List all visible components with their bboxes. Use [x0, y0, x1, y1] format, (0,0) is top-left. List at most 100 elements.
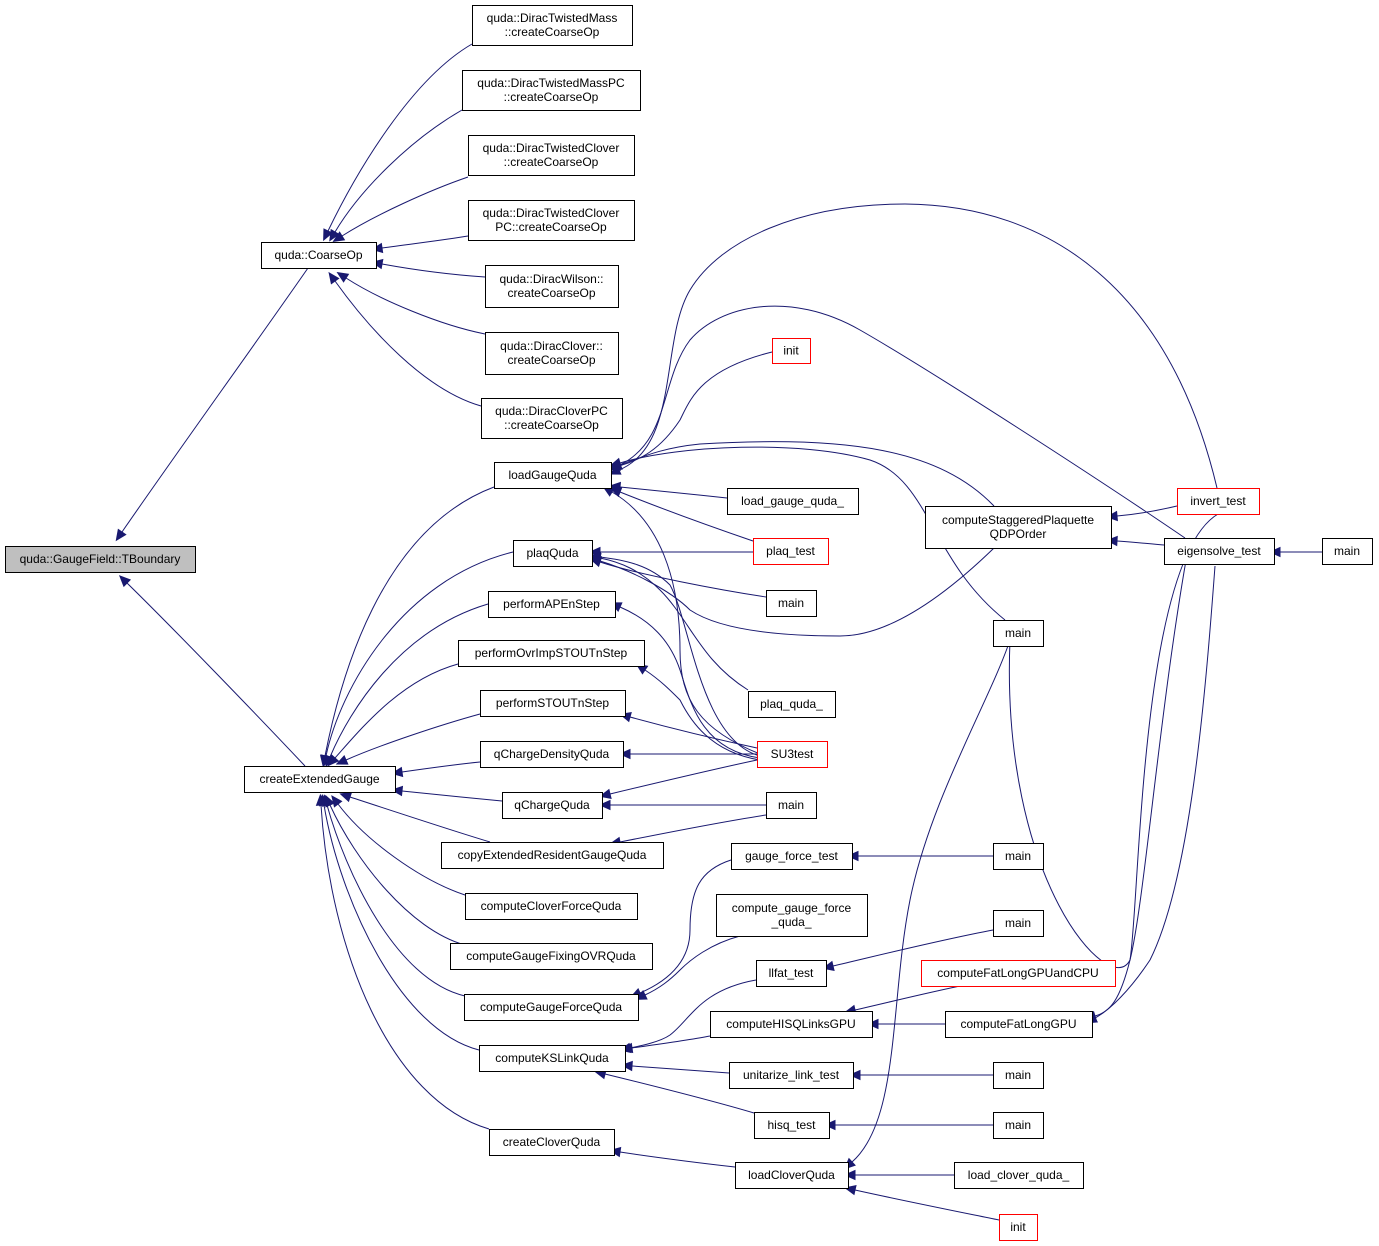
node-tboundary[interactable]: quda::GaugeField::TBoundary	[5, 546, 196, 573]
node-label: computeFatLongGPUandCPU	[937, 966, 1098, 980]
node-label: ::createCoarseOp	[505, 25, 600, 39]
node-label: llfat_test	[769, 966, 814, 980]
node-box	[481, 398, 623, 439]
edge-clover-to-coarseop	[336, 271, 486, 335]
node-label: computeGaugeForceQuda	[480, 1000, 622, 1014]
node-main6[interactable]: main	[993, 1062, 1044, 1089]
edge-gaugeforce-to-createextended	[322, 794, 466, 997]
edge-line	[631, 1035, 711, 1049]
node-fatlongcpu[interactable]: computeFatLongGPUandCPU	[921, 960, 1116, 987]
node-cgfq_[interactable]: compute_gauge_force_quda_	[716, 894, 868, 937]
node-box	[1177, 488, 1260, 515]
node-box	[488, 591, 616, 618]
edge-twmpc-to-coarseop	[329, 109, 463, 242]
node-label: main	[1005, 626, 1031, 640]
node-twm[interactable]: quda::DiracTwistedMass::createCoarseOp	[472, 5, 633, 46]
node-box	[756, 960, 827, 987]
node-label: computeHISQLinksGPU	[726, 1017, 855, 1031]
node-label: computeStaggeredPlaquette	[942, 513, 1094, 527]
node-qcharge[interactable]: qChargeQuda	[502, 792, 603, 819]
node-box	[772, 338, 811, 364]
node-main3[interactable]: main	[993, 620, 1044, 647]
edge-line	[320, 804, 490, 1130]
node-clover[interactable]: quda::DiracClover::createCoarseOp	[485, 332, 619, 375]
node-box	[710, 1011, 873, 1038]
node-qchargedens[interactable]: qChargeDensityQuda	[480, 741, 624, 768]
edge-ape-to-createextended	[325, 603, 489, 768]
node-init2[interactable]: init	[999, 1214, 1038, 1241]
edge-line	[345, 277, 486, 335]
node-createextended[interactable]: createExtendedGauge	[244, 766, 396, 793]
edge-createextended-to-tboundary	[118, 575, 306, 767]
edge-qcharge-to-createextended	[390, 785, 503, 802]
node-main8[interactable]: main	[1322, 538, 1373, 565]
node-gftest[interactable]: gauge_force_test	[731, 843, 853, 870]
node-box	[480, 690, 626, 717]
node-loadgauge_[interactable]: load_gauge_quda_	[727, 488, 859, 515]
node-llfat[interactable]: llfat_test	[756, 960, 827, 987]
edge-twc-to-coarseop	[332, 176, 469, 242]
node-label: quda::DiracTwistedMassPC	[477, 76, 625, 90]
edge-kslink-to-createextended	[318, 793, 480, 1051]
node-label: ::createCoarseOp	[504, 155, 599, 169]
node-unitarize[interactable]: unitarize_link_test	[729, 1062, 854, 1089]
node-box	[954, 1162, 1084, 1189]
node-box	[729, 1062, 854, 1089]
edge-staggered-to-plaq	[589, 547, 995, 637]
node-box	[766, 792, 817, 819]
node-ovrimp[interactable]: performOvrImpSTOUTnStep	[458, 640, 645, 667]
node-label: performOvrImpSTOUTnStep	[475, 646, 628, 660]
node-box	[993, 1112, 1044, 1139]
node-coarseop[interactable]: quda::CoarseOp	[261, 242, 377, 269]
node-main4[interactable]: main	[993, 843, 1044, 870]
node-hisqgpu[interactable]: computeHISQLinksGPU	[710, 1011, 873, 1038]
node-main2[interactable]: main	[766, 792, 817, 819]
edge-line	[619, 491, 754, 542]
node-copyext[interactable]: copyExtendedResidentGaugeQuda	[441, 842, 664, 869]
node-loadclover_[interactable]: load_clover_quda_	[954, 1162, 1084, 1189]
node-box	[945, 1011, 1093, 1038]
node-twc[interactable]: quda::DiracTwistedClover::createCoarseOp	[468, 135, 635, 176]
edge-inverttest-to-loadgauge	[608, 203, 1218, 489]
node-twcpc[interactable]: quda::DiracTwistedCloverPC::createCoarse…	[468, 200, 635, 241]
node-init1[interactable]: init	[772, 338, 811, 364]
node-gfovr[interactable]: computeGaugeFixingOVRQuda	[450, 943, 653, 970]
node-cloverforce[interactable]: computeCloverForceQuda	[465, 893, 638, 920]
edge-line	[644, 669, 761, 761]
edge-gfovr-to-createextended	[325, 794, 466, 946]
node-twmpc[interactable]: quda::DiracTwistedMassPC::createCoarseOp	[462, 70, 641, 111]
edge-line	[327, 43, 473, 232]
edge-eigentest-to-staggered	[1105, 535, 1165, 547]
node-box	[485, 332, 619, 375]
node-main1[interactable]: main	[766, 590, 817, 617]
node-loadgauge[interactable]: loadGaugeQuda	[494, 462, 612, 489]
node-loadclover[interactable]: loadCloverQuda	[735, 1162, 849, 1189]
edge-line	[381, 235, 469, 249]
node-gaugeforce[interactable]: computeGaugeForceQuda	[464, 994, 639, 1021]
node-main7[interactable]: main	[993, 1112, 1044, 1139]
node-ape[interactable]: performAPEnStep	[488, 591, 616, 618]
node-eigentest[interactable]: eigensolve_test	[1164, 538, 1275, 565]
node-plaq_[interactable]: plaq_quda_	[748, 691, 836, 718]
node-inverttest[interactable]: invert_test	[1177, 488, 1260, 515]
node-hisqtest[interactable]: hisq_test	[754, 1112, 830, 1139]
node-box	[993, 843, 1044, 870]
node-label: init	[1010, 1220, 1026, 1234]
node-main5[interactable]: main	[993, 910, 1044, 937]
node-stout[interactable]: performSTOUTnStep	[480, 690, 626, 717]
edge-arrowhead-icon	[323, 228, 333, 242]
node-su3test[interactable]: SU3test	[757, 741, 828, 768]
node-wilson[interactable]: quda::DiracWilson::createCoarseOp	[485, 265, 619, 308]
edge-arrowhead-icon	[618, 748, 631, 760]
edge-line	[323, 804, 480, 1051]
node-createclover[interactable]: createCloverQuda	[489, 1129, 615, 1156]
edge-line	[854, 1189, 1000, 1221]
node-fatlong[interactable]: computeFatLongGPU	[945, 1011, 1093, 1038]
node-kslink[interactable]: computeKSLinkQuda	[479, 1045, 626, 1072]
edge-qchargedens-to-createextended	[390, 761, 481, 778]
node-plaq[interactable]: plaqQuda	[513, 540, 593, 567]
edge-arrowhead-icon	[118, 575, 132, 588]
node-plaqtest[interactable]: plaq_test	[753, 538, 829, 565]
node-cloverpc[interactable]: quda::DiracCloverPC::createCoarseOp	[481, 398, 623, 439]
